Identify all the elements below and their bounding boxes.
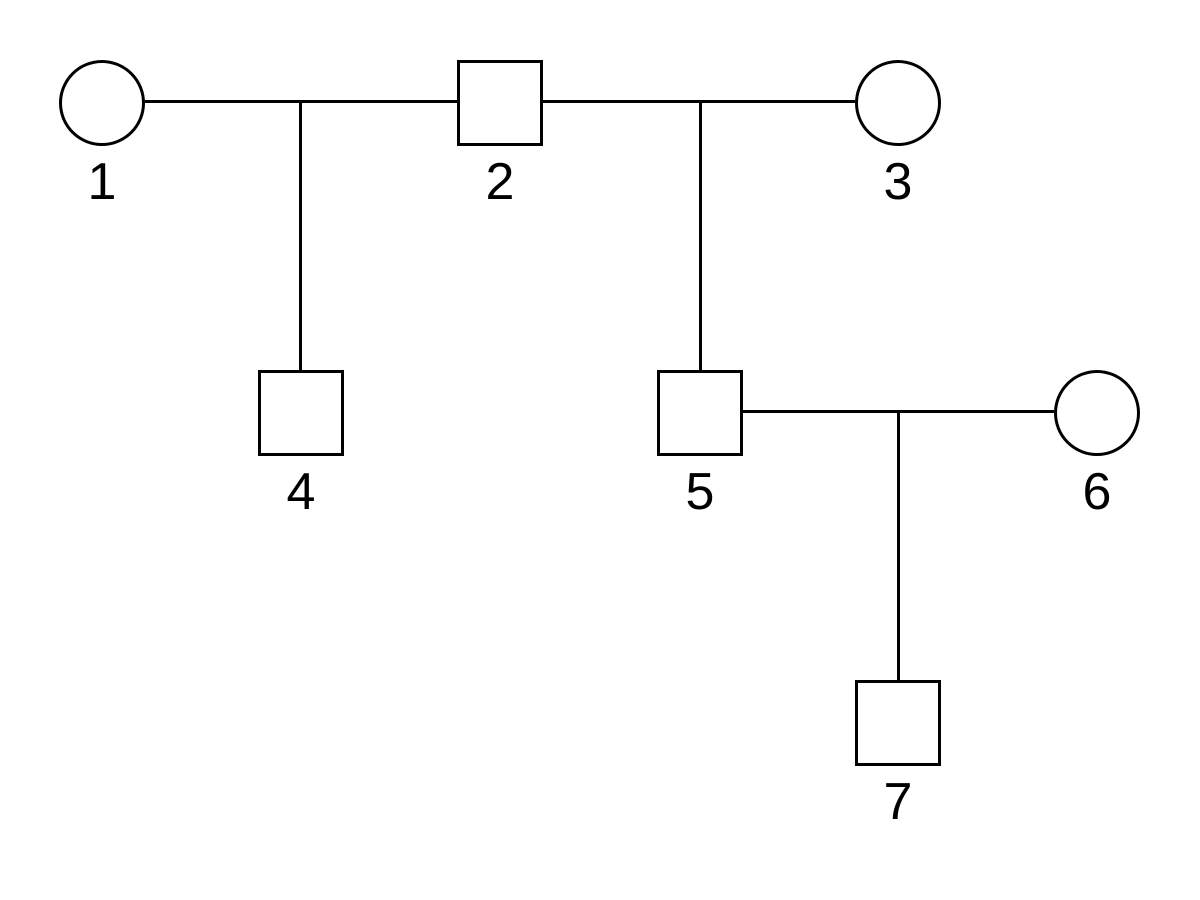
member-5-male-square <box>657 370 743 456</box>
member-5-label: 5 <box>685 463 715 521</box>
descent-line-to-7 <box>897 411 900 680</box>
member-3-label: 3 <box>883 153 913 211</box>
member-7-label: 7 <box>883 773 913 831</box>
member-7-male-square <box>855 680 941 766</box>
member-1-female-circle <box>59 60 145 146</box>
member-2-label: 2 <box>485 153 515 211</box>
member-4-male-square <box>258 370 344 456</box>
member-2-male-square <box>457 60 543 146</box>
descent-line-to-4 <box>299 101 302 370</box>
member-6-female-circle <box>1054 370 1140 456</box>
descent-line-to-5 <box>699 101 702 371</box>
member-1-label: 1 <box>87 153 117 211</box>
member-6-label: 6 <box>1082 463 1112 521</box>
member-4-label: 4 <box>286 463 316 521</box>
member-3-female-circle <box>855 60 941 146</box>
